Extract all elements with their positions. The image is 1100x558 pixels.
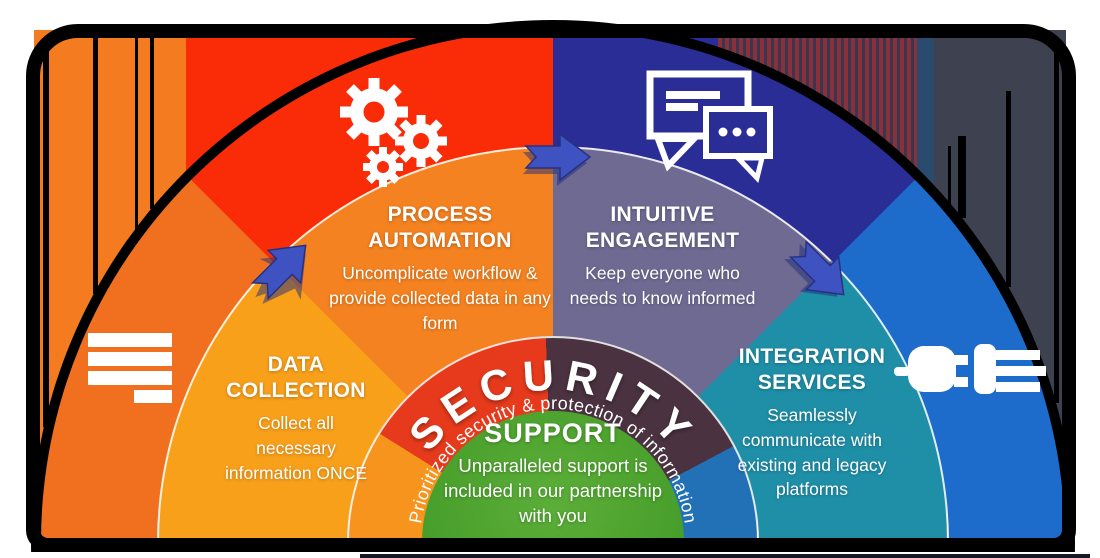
gears-icon [340, 78, 447, 187]
segment-title: DATA COLLECTION [226, 353, 366, 403]
segment-title: PROCESS AUTOMATION [368, 203, 512, 253]
drip-line [1006, 91, 1011, 287]
support-title: SUPPORT [484, 418, 622, 448]
drip-line [1054, 43, 1059, 403]
flow-arrow-2 [523, 132, 592, 186]
segment-data-collection: DATA COLLECTION Collect all necessary in… [196, 352, 396, 485]
segment-description: Seamlessly communicate with existing and… [737, 404, 887, 500]
flow-arrow-1 [250, 244, 307, 305]
segment-support: SUPPORT Unparalleled support is included… [428, 416, 678, 529]
chat-bubbles-icon [646, 70, 773, 184]
plug-icon [894, 344, 1046, 394]
drip-line [93, 38, 98, 294]
segment-intuitive-engagement: INTUITIVE ENGAGEMENT Keep everyone who n… [540, 202, 785, 311]
segment-title: INTUITIVE ENGAGEMENT [585, 203, 740, 253]
segment-description: Collect all necessary information ONCE [225, 412, 367, 483]
segment-integration-services: INTEGRATION SERVICES Seamlessly communic… [712, 344, 912, 502]
drip-line [948, 146, 951, 206]
support-description: Unparalleled support is included in our … [443, 455, 663, 526]
drip-line [43, 38, 49, 427]
bottom-shadow-sliver [360, 554, 1090, 558]
list-icon [88, 333, 172, 403]
drip-line [958, 136, 966, 218]
segment-description: Uncomplicate workflow & provide collecte… [329, 262, 551, 333]
drip-line [150, 38, 154, 209]
segment-description: Keep everyone who needs to know informed [569, 262, 756, 308]
segment-title: INTEGRATION SERVICES [738, 345, 886, 395]
segment-process-automation: PROCESS AUTOMATION Uncomplicate workflow… [320, 202, 560, 335]
drip-line [135, 38, 138, 229]
flow-arrow-3 [784, 239, 845, 297]
